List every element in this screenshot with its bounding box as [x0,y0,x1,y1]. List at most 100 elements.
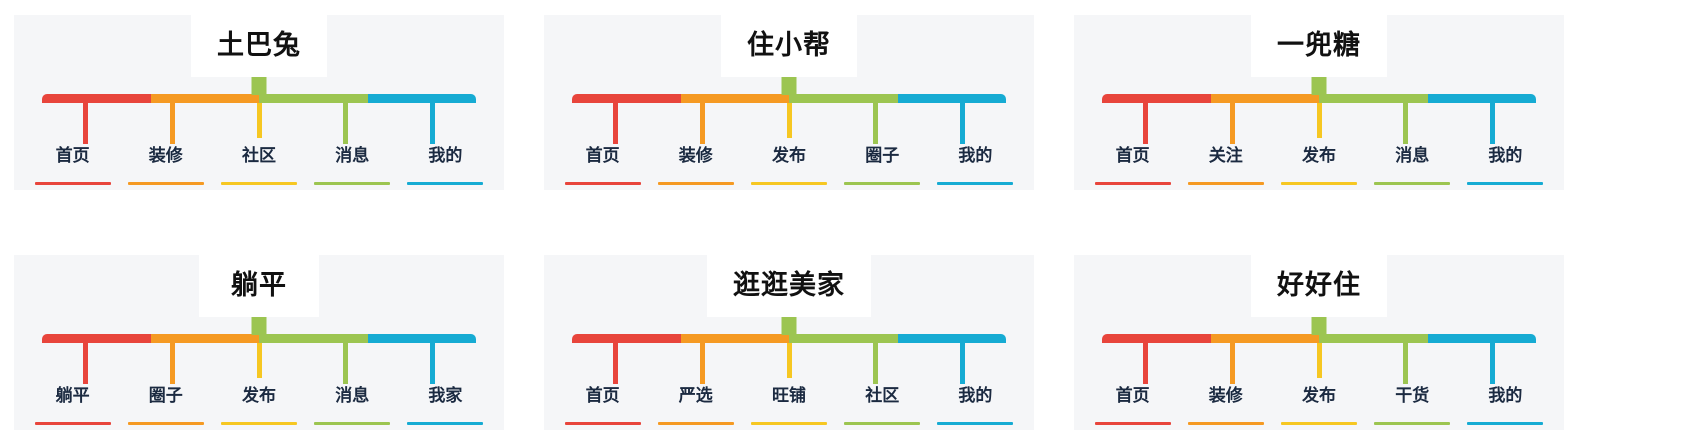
nav-tab-4[interactable]: 消息 [1366,141,1459,187]
nav-rail [1102,334,1536,343]
nav-rail [1102,94,1536,103]
nav-drop-line [343,334,349,384]
nav-tab-5[interactable]: 我的 [929,381,1022,427]
nav-drop-line [1490,334,1496,384]
nav-tab-label: 消息 [335,386,370,405]
app-nav-panel-tubatu: 土巴兔首页 装修社区消息 我的 [14,13,504,190]
nav-label-row: 首页装修发布干货我的 [1086,381,1552,427]
nav-tab-3[interactable]: 社区 [212,141,305,187]
nav-tab-2[interactable]: 严选 [649,381,742,427]
nav-tab-4[interactable]: 干货 [1366,381,1459,427]
nav-tab-3[interactable]: 发布 [1272,381,1365,427]
nav-tab-1[interactable]: 躺平 [26,381,119,427]
nav-tab-underline [1094,422,1171,425]
nav-tab-4[interactable]: 消息 [306,381,399,427]
nav-drop-lines [1102,334,1536,384]
nav-tab-label: 我家 [428,386,463,405]
nav-tab-5[interactable]: 我家 [399,381,492,427]
panel-title-plaque: 一兜糖 [1251,13,1387,77]
nav-drop-line [612,334,618,384]
nav-rail-segment [572,94,681,103]
nav-tab-2[interactable]: 圈子 [119,381,212,427]
nav-rail-segment [42,94,151,103]
panel-title-plaque: 住小帮 [721,13,857,77]
nav-tab-4[interactable]: 消息 [306,141,399,187]
nav-drop-line [1229,94,1235,144]
nav-tab-underline [844,422,921,425]
nav-tab-2[interactable]: 关注 [1179,141,1272,187]
nav-tab-underline [34,182,111,185]
app-nav-panel-haohaozhu: 好好住首页装修发布干货我的 [1074,253,1564,430]
app-nav-panel-zhuxiaobang: 住小帮首页 装修 发布圈子我的 [544,13,1034,190]
panel-title-plaque: 躺平 [199,253,319,317]
nav-tab-label: 首页 [1115,146,1150,165]
nav-rail-segment [572,334,681,343]
nav-tab-label: 我的 [428,146,463,165]
nav-rail-segment [1210,94,1319,103]
nav-label-row: 首页 装修 发布圈子我的 [556,141,1022,187]
nav-tab-underline [221,182,297,185]
nav-tab-4[interactable]: 圈子 [836,141,929,187]
nav-drop-lines [572,334,1006,384]
nav-drop-line [1490,94,1496,144]
nav-rail-segment [789,94,898,103]
nav-label-row: 首页 严选 旺铺社区 我的 [556,381,1022,427]
nav-tab-label: 首页 [585,386,620,405]
nav-drop-line [430,94,436,144]
title-connector-tab [781,315,797,335]
nav-tab-1[interactable]: 首页 [1086,141,1179,187]
title-connector-tab [251,75,267,95]
nav-drop-line [1316,94,1322,138]
nav-tab-underline [407,422,484,425]
nav-tab-1[interactable]: 首页 [26,141,119,187]
nav-tab-label: 首页 [585,146,620,165]
nav-tab-underline [221,422,297,425]
nav-tab-5[interactable]: 我的 [1459,141,1552,187]
nav-rail-segment [42,334,151,343]
nav-tab-4[interactable]: 社区 [836,381,929,427]
nav-tab-5[interactable]: 我的 [399,141,492,187]
nav-tab-label: 圈子 [148,386,183,405]
nav-drop-line [1229,334,1235,384]
nav-tab-2[interactable]: 装修 [1179,381,1272,427]
title-connector-tab [1311,315,1327,335]
nav-tab-underline [751,422,827,425]
nav-tab-underline [657,422,734,425]
panel-title: 土巴兔 [217,29,301,60]
nav-tab-underline [1094,182,1171,185]
nav-rail-segment [680,94,789,103]
nav-drop-line [169,94,175,144]
nav-tab-underline [564,182,641,185]
nav-rail [42,94,476,103]
nav-tab-underline [1187,422,1264,425]
nav-tab-3[interactable]: 发布 [212,381,305,427]
panel-title-plaque: 逛逛美家 [707,253,871,317]
nav-tab-label: 严选 [678,386,713,405]
nav-tab-underline [407,182,484,185]
nav-tab-5[interactable]: 我的 [929,141,1022,187]
nav-tab-underline [751,182,827,185]
nav-tab-label: 装修 [678,146,713,165]
nav-tab-1[interactable]: 首页 [1086,381,1179,427]
nav-drop-line [430,334,436,384]
nav-tab-3[interactable]: 发布 [742,141,835,187]
nav-tab-2[interactable]: 装修 [649,141,742,187]
nav-rail-segment [789,334,898,343]
panel-title: 住小帮 [747,29,831,60]
nav-tab-5[interactable]: 我的 [1459,381,1552,427]
nav-tab-2[interactable]: 装修 [119,141,212,187]
nav-tab-underline [844,182,921,185]
nav-tab-underline [1374,182,1451,185]
panel-title: 躺平 [231,269,287,300]
nav-tab-3[interactable]: 旺铺 [742,381,835,427]
nav-rail-segment [897,334,1006,343]
app-nav-panel-yidoutang: 一兜糖首页 关注发布消息我的 [1074,13,1564,190]
nav-tab-3[interactable]: 发布 [1272,141,1365,187]
nav-rail-segment [150,94,259,103]
nav-tab-label: 首页 [55,146,90,165]
panel-title: 逛逛美家 [733,269,845,300]
nav-tab-label: 我的 [958,386,993,405]
nav-tab-1[interactable]: 首页 [556,141,649,187]
nav-tab-1[interactable]: 首页 [556,381,649,427]
nav-drop-lines [572,94,1006,144]
